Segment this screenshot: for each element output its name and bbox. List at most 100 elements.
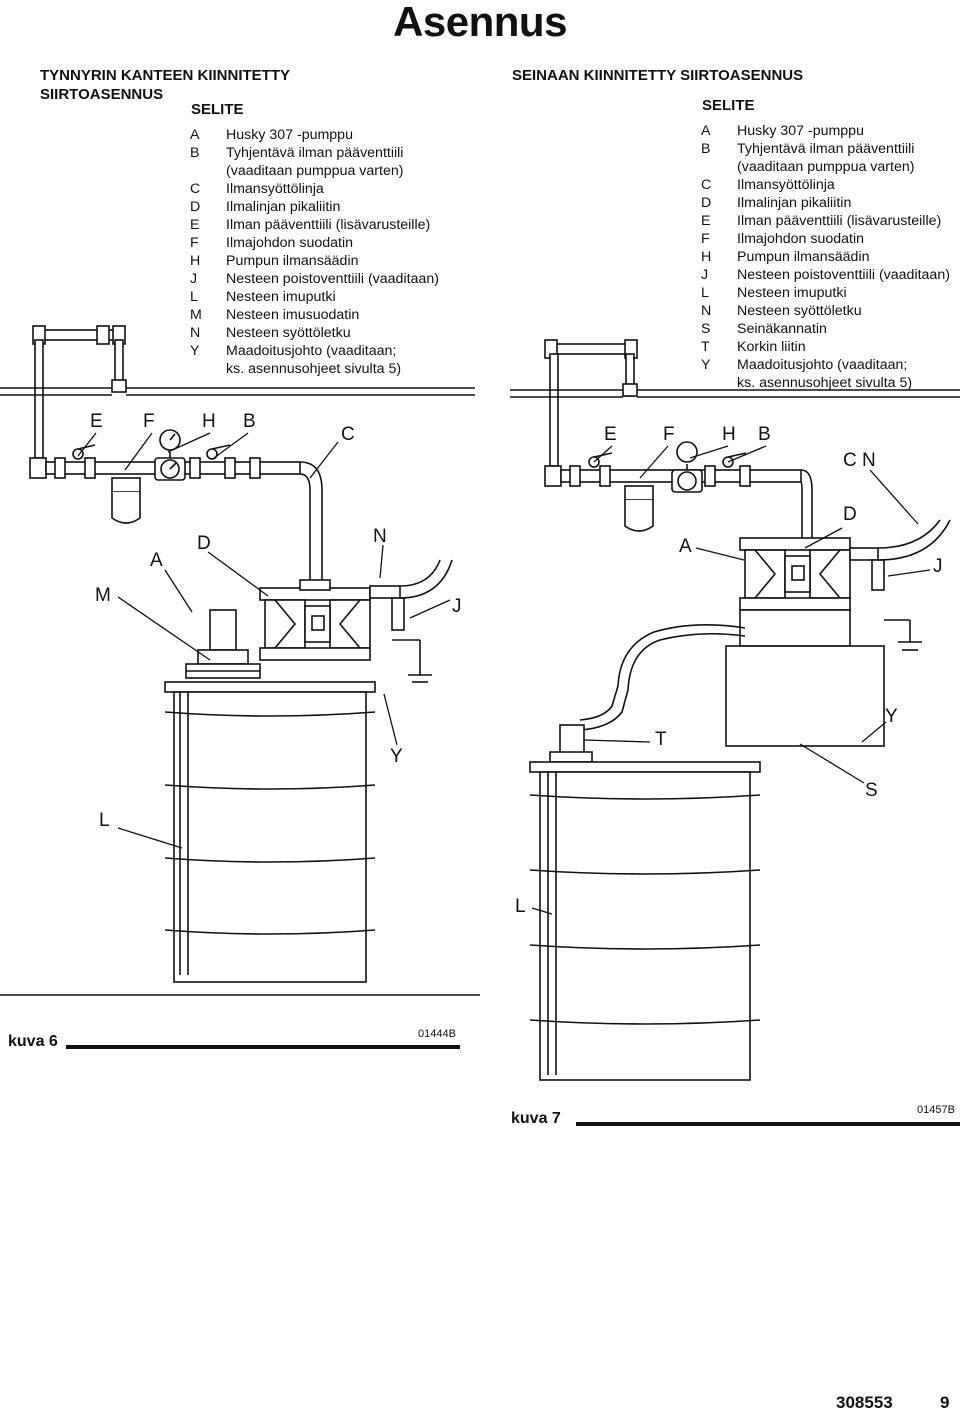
right-callout-L: L: [515, 896, 526, 917]
legend-description: Tyhjentävä ilman pääventtiili(vaaditaan …: [226, 144, 480, 180]
right-callout-D: D: [843, 504, 857, 525]
legend-description-line: Husky 307 -pumppu: [737, 123, 864, 139]
legend-description-line: Nesteen syöttöletku: [226, 325, 351, 341]
legend-key: A: [190, 127, 200, 143]
legend-description-line: Ilman pääventtiili (lisävarusteille): [226, 217, 431, 233]
kuva6-label: kuva 6: [8, 1033, 58, 1050]
legend-description-line: ks. asennusohjeet sivulta 5): [226, 361, 402, 377]
left-callout-J: J: [452, 596, 462, 617]
legend-description: Ilman pääventtiili (lisävarusteille): [737, 212, 959, 230]
right-callout-H: H: [722, 424, 736, 445]
legend-description: Tyhjentävä ilman pääventtiili(vaaditaan …: [737, 140, 959, 176]
legend-description: Ilmansyöttölinja: [737, 176, 959, 194]
legend-key: T: [701, 339, 710, 355]
left-callout-L: L: [99, 810, 110, 831]
legend-key: Y: [701, 357, 711, 373]
legend-description: Nesteen syöttöletku: [226, 324, 480, 342]
legend-key: Y: [190, 343, 200, 359]
legend-key: L: [190, 289, 198, 305]
legend-description-line: Nesteen syöttöletku: [737, 303, 862, 319]
legend-item: B Tyhjentävä ilman pääventtiili(vaaditaan…: [190, 144, 480, 180]
legend-description-line: Maadoitusjohto (vaaditaan;: [226, 343, 397, 359]
legend-description: Pumpun ilmansäädin: [226, 252, 480, 270]
right-callout-A: A: [679, 536, 692, 557]
legend-item: D Ilmalinjan pikaliitin: [701, 194, 959, 212]
legend-description-line: Ilmansyöttölinja: [737, 177, 835, 193]
legend-item: A Husky 307 -pumppu: [190, 126, 480, 144]
left-section-title: TYNNYRIN KANTEEN KIINNITETTY SIIRTOASENN…: [40, 66, 290, 104]
doc-number: 308553: [836, 1393, 893, 1412]
legend-key: J: [190, 271, 198, 287]
legend-item: Y Maadoitusjohto (vaaditaan; ks. asennusoh…: [190, 342, 480, 378]
left-callout-E: E: [90, 411, 103, 432]
legend-description: Ilmalinjan pikaliitin: [737, 194, 959, 212]
legend-description-line: Korkin liitin: [737, 339, 806, 355]
right-drum: [529, 624, 761, 1081]
legend-description-line: Nesteen imusuodatin: [226, 307, 360, 323]
legend-item: E Ilman pääventtiili (lisävarusteille): [190, 216, 480, 234]
right-legend-heading: SELITE: [702, 97, 755, 114]
kuva7-label: kuva 7: [511, 1110, 561, 1127]
legend-key: H: [701, 249, 712, 265]
left-callout-F: F: [143, 411, 155, 432]
left-callout-D: D: [197, 533, 211, 554]
legend-key: F: [190, 235, 199, 251]
left-callout-Y: Y: [390, 746, 403, 767]
legend-description-line: Ilmansyöttölinja: [226, 181, 324, 197]
right-callout-S: S: [865, 780, 878, 801]
legend-description-line: Ilmajohdon suodatin: [226, 235, 353, 251]
legend-key: H: [190, 253, 201, 269]
right-callout-T: T: [655, 729, 667, 750]
legend-description: Pumpun ilmansäädin: [737, 248, 959, 266]
legend-item: T Korkin liitin: [701, 338, 959, 356]
left-callout-N: N: [373, 526, 387, 547]
legend-key: E: [190, 217, 200, 233]
left-callout-A: A: [150, 550, 163, 571]
legend-description: Maadoitusjohto (vaaditaan; ks. asennusohj…: [226, 342, 480, 378]
legend-description: Ilmajohdon suodatin: [737, 230, 959, 248]
legend-item: C Ilmansyöttölinja: [701, 176, 959, 194]
legend-key: C: [190, 181, 201, 197]
legend-description-line: Seinäkannatin: [737, 321, 827, 337]
legend-item: J Nesteen poistoventtiili (vaaditaan): [190, 270, 480, 288]
right-callout-Y: Y: [885, 706, 898, 727]
legend-key: B: [190, 145, 200, 161]
left-pump: [259, 559, 453, 683]
page-title: Asennus: [393, 0, 567, 45]
left-callout-letters: E F H B C A D N M J Y L: [90, 411, 462, 831]
legend-description: Nesteen imuputki: [737, 284, 959, 302]
legend-key: C: [701, 177, 712, 193]
legend-description: Husky 307 -pumppu: [226, 126, 480, 144]
legend-description-line: Ilmajohdon suodatin: [737, 231, 864, 247]
left-suction-strainer: [185, 609, 261, 679]
legend-description-line: Pumpun ilmansäädin: [737, 249, 870, 265]
right-callout-J: J: [933, 556, 943, 577]
right-callout-E: E: [604, 424, 617, 445]
legend-description-line: Pumpun ilmansäädin: [226, 253, 359, 269]
legend-key: A: [701, 123, 711, 139]
legend-description: Ilmalinjan pikaliitin: [226, 198, 480, 216]
callout-leaders: [77, 432, 931, 915]
legend-description-line: Nesteen poistoventtiili (vaaditaan): [226, 271, 439, 287]
legend-description: Nesteen imusuodatin: [226, 306, 480, 324]
legend-description: Seinäkannatin: [737, 320, 959, 338]
legend-description: Nesteen syöttöletku: [737, 302, 959, 320]
legend-item: H Pumpun ilmansäädin: [190, 252, 480, 270]
kuva6-code: 01444B: [418, 1028, 456, 1040]
left-callout-H: H: [202, 411, 216, 432]
legend-key: E: [701, 213, 711, 229]
right-section-title: SEINAAN KIINNITETTY SIIRTOASENNUS: [512, 67, 804, 84]
legend-description-line: Nesteen poistoventtiili (vaaditaan): [737, 267, 950, 283]
kuva7-code: 01457B: [917, 1104, 955, 1116]
legend-description-line: Ilmalinjan pikaliitin: [226, 199, 341, 215]
legend-description-line: Ilman pääventtiili (lisävarusteille): [737, 213, 942, 229]
legend-description-line: ks. asennusohjeet sivulta 5): [737, 375, 913, 391]
legend-key: D: [701, 195, 712, 211]
legend-item: N Nesteen syöttöletku: [701, 302, 959, 320]
legend-key: N: [701, 303, 712, 319]
